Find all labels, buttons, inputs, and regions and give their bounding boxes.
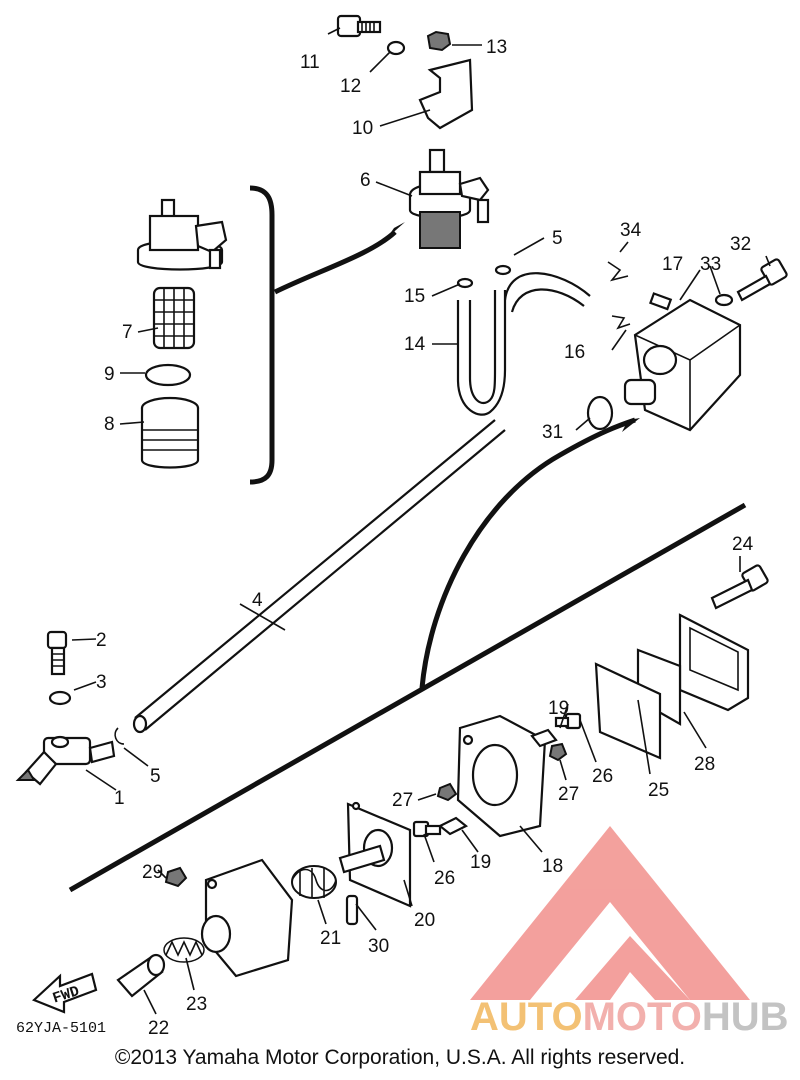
callout-13: 13 [486, 37, 507, 58]
pump-fitting [649, 292, 673, 311]
callout-28: 28 [694, 754, 715, 775]
callout-21: 21 [320, 928, 341, 949]
clip-15 [456, 277, 474, 289]
diaphragm-20 [338, 801, 412, 908]
callout-5-lower: 5 [150, 766, 161, 787]
callout-32: 32 [730, 234, 751, 255]
callout-26-right: 26 [592, 766, 613, 787]
pump-arrowhead [622, 418, 640, 432]
callout-27-left: 27 [392, 790, 413, 811]
washer-12 [386, 40, 406, 56]
fuel-pump-17 [623, 298, 742, 432]
washer-3 [48, 690, 72, 706]
o-ring-9 [144, 363, 192, 387]
callout-15: 15 [404, 286, 425, 307]
lower-section-divider [68, 502, 747, 893]
callout-30: 30 [368, 936, 389, 957]
bolt-11 [336, 14, 382, 38]
callout-10: 10 [352, 118, 373, 139]
pump-body-18 [456, 714, 547, 838]
callout-22: 22 [148, 1018, 169, 1039]
watermark-moto: MOTO [583, 995, 702, 1039]
nut-29 [164, 866, 188, 888]
callout-labels: 11 12 13 10 6 7 9 8 15 14 5 34 17 33 32 … [96, 37, 754, 1039]
valve-19-upper [530, 728, 558, 748]
filter-element-7 [152, 286, 196, 350]
clip-34 [607, 261, 629, 282]
callout-29: 29 [142, 862, 163, 883]
o-ring-31 [586, 395, 614, 431]
callout-1: 1 [114, 788, 125, 809]
fuel-joint-1 [15, 735, 116, 786]
nut-27-left [436, 782, 458, 802]
callout-16: 16 [564, 342, 585, 363]
bolt-24 [710, 564, 769, 610]
valve-19-lower [437, 816, 469, 836]
spring-21 [291, 865, 337, 899]
clip-5-lower [114, 727, 125, 745]
watermark-auto: AUTO [470, 995, 583, 1039]
pin-30 [345, 894, 359, 926]
nut-27-right [548, 742, 568, 762]
cover-plate-28 [678, 613, 750, 712]
callout-23: 23 [186, 994, 207, 1015]
hose-4 [132, 419, 506, 734]
copyright-notice: ©2013 Yamaha Motor Corporation, U.S.A. A… [114, 1046, 686, 1069]
filter-bracket-group [336, 14, 490, 249]
callout-19-lower: 19 [470, 852, 491, 873]
clip-5-upper [494, 264, 512, 276]
filter-cap-exploded [136, 198, 228, 271]
callout-25: 25 [648, 780, 669, 801]
bolt-32 [736, 258, 788, 302]
pump-cover-29-base [200, 858, 294, 978]
callout-3: 3 [96, 672, 107, 693]
washer-33 [714, 293, 734, 307]
callout-19-upper: 19 [548, 698, 569, 719]
part-code: 62YJA-5101 [16, 1020, 106, 1037]
callout-leaders [71, 27, 771, 1015]
screw-26-lower [412, 820, 442, 838]
fwd-arrow-icon: FWD [31, 972, 98, 1014]
bracket-10 [418, 58, 474, 130]
nut-13 [426, 30, 452, 52]
callout-4: 4 [252, 590, 263, 611]
callout-11: 11 [300, 52, 320, 73]
callout-18: 18 [542, 856, 563, 877]
watermark-hub: HUB [702, 995, 789, 1039]
callout-34: 34 [620, 220, 642, 241]
callout-27-right: 27 [558, 784, 579, 805]
watermark-text: AUTOMOTOHUB [470, 995, 789, 1039]
connection-curve-filter-to-pump [419, 417, 636, 689]
detail-arrowhead [387, 222, 405, 238]
callout-8: 8 [104, 414, 115, 435]
callout-14: 14 [404, 334, 426, 355]
callout-33: 33 [700, 254, 721, 275]
spring-23 [163, 937, 205, 963]
callout-26-left: 26 [434, 868, 455, 889]
watermark-triangle-inner [575, 936, 690, 1000]
exploded-detail-bracket [249, 185, 275, 485]
clip-16 [611, 315, 631, 330]
callout-2: 2 [96, 630, 107, 651]
callout-6: 6 [360, 170, 371, 191]
hose-14 [456, 272, 591, 416]
callout-31: 31 [542, 422, 563, 443]
plunger-22 [116, 953, 166, 998]
watermark-logo: AUTOMOTOHUB [470, 826, 789, 1039]
filter-cup-8 [140, 396, 200, 469]
callout-20: 20 [414, 910, 435, 931]
callout-7: 7 [122, 322, 133, 343]
detail-leader-line [273, 230, 397, 295]
callout-12: 12 [340, 76, 361, 97]
watermark-triangle-outer [470, 826, 750, 1000]
callout-5-upper: 5 [552, 228, 563, 249]
fuel-filter-6 [408, 148, 490, 249]
callout-24: 24 [732, 534, 754, 555]
bolt-2 [46, 630, 68, 676]
callout-9: 9 [104, 364, 115, 385]
callout-17: 17 [662, 254, 683, 275]
